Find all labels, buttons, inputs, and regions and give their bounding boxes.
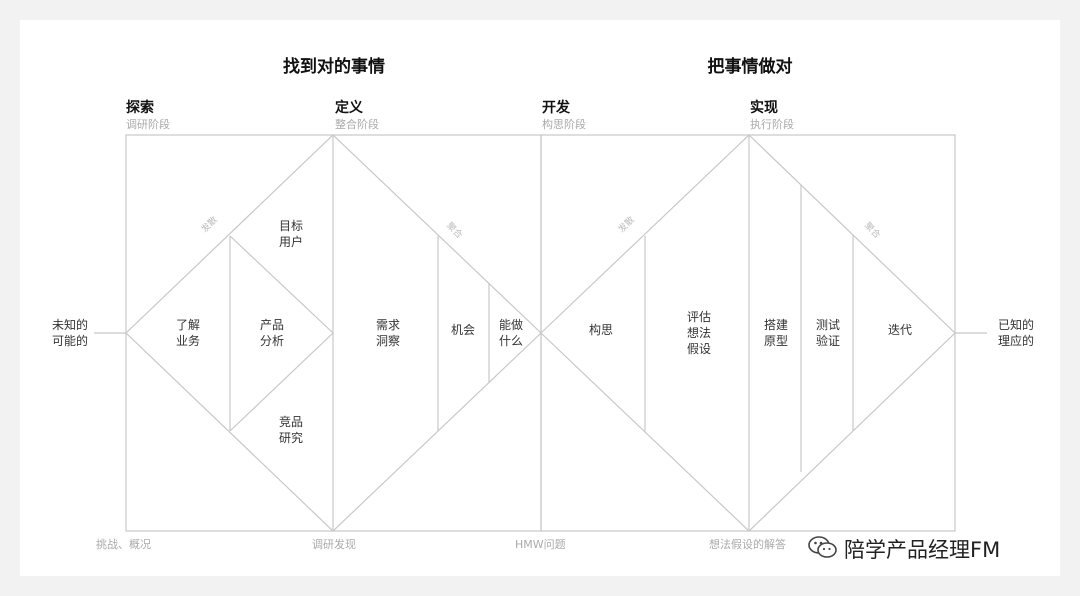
wechat-icon	[808, 535, 838, 563]
stage-title-define: 定义	[335, 100, 363, 116]
node-what-to-do: 能做什么	[498, 318, 524, 348]
node-build-prototype: 搭建原型	[763, 318, 789, 348]
watermark-text: 陪学产品经理FM	[844, 538, 1001, 562]
stage-subtitle-deliver: 执行阶段	[750, 118, 794, 131]
endpoint-end: 已知的理应的	[997, 318, 1035, 348]
footer-solution: 想法假设的解答	[709, 538, 786, 551]
endpoint-start: 未知的可能的	[51, 318, 89, 348]
stage-title-develop: 开发	[542, 100, 570, 116]
stage-subtitle-explore: 调研阶段	[126, 118, 170, 131]
inner-diamond	[229, 235, 334, 432]
stage-subtitle-develop: 构思阶段	[542, 118, 586, 131]
watermark: 陪学产品经理FM	[808, 534, 1000, 564]
footer-challenge: 挑战、概况	[96, 538, 151, 551]
footer-research-findings: 调研发现	[312, 538, 356, 551]
stage-subtitle-define: 整合阶段	[335, 118, 379, 131]
footer-hmw: HMW问题	[515, 538, 566, 551]
header-do-thing-right: 把事情做对	[707, 57, 793, 77]
stage-title-deliver: 实现	[750, 100, 778, 116]
diamond-2	[540, 134, 956, 532]
node-competitor-research: 竞品研究	[278, 415, 304, 445]
diagram-canvas	[20, 20, 1060, 576]
node-iterate: 迭代	[887, 323, 913, 337]
node-evaluate-hypothesis: 评估想法假设	[686, 310, 712, 356]
node-target-users: 目标用户	[278, 219, 304, 249]
node-opportunity: 机会	[450, 323, 476, 337]
node-understand-business: 了解业务	[175, 318, 201, 348]
node-test-validate: 测试验证	[815, 318, 841, 348]
header-find-right-thing: 找到对的事情	[283, 57, 385, 77]
node-product-analysis: 产品分析	[259, 318, 285, 348]
stage-title-explore: 探索	[126, 100, 154, 116]
node-ideation: 构思	[588, 323, 614, 337]
node-needs-insight: 需求洞察	[375, 318, 401, 348]
